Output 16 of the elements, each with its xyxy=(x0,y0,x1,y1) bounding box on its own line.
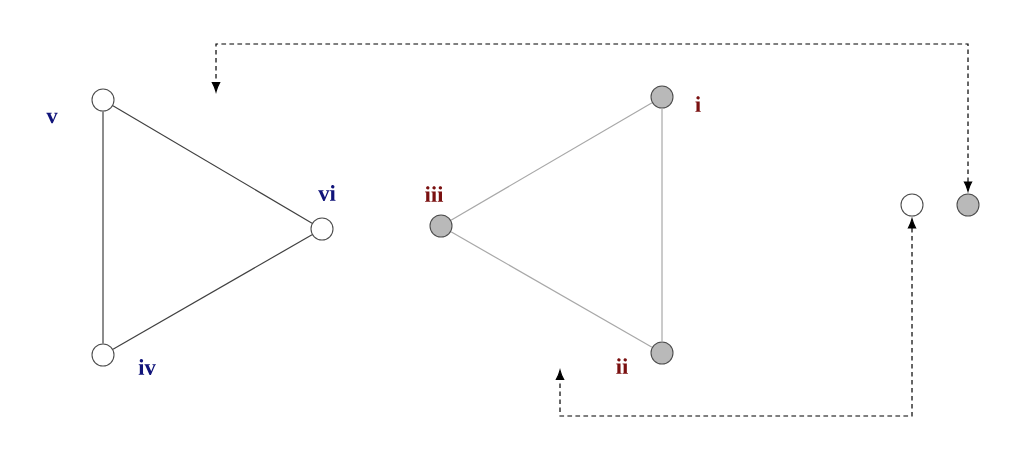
arrow xyxy=(211,43,973,192)
edge-line xyxy=(450,102,653,221)
arrow xyxy=(555,218,917,417)
edge-line xyxy=(102,110,104,345)
edge-line xyxy=(450,231,653,348)
node-label: iv xyxy=(138,359,156,375)
edge-line xyxy=(112,234,313,350)
node-circle xyxy=(956,193,980,217)
node-circle xyxy=(900,193,924,217)
node-label: i xyxy=(695,96,701,112)
edge-line xyxy=(112,105,313,224)
edge-line xyxy=(661,107,663,343)
node-label: iii xyxy=(425,186,444,202)
node-label: ii xyxy=(616,358,628,374)
node-label: vi xyxy=(318,185,336,201)
node-label: v xyxy=(46,112,58,124)
